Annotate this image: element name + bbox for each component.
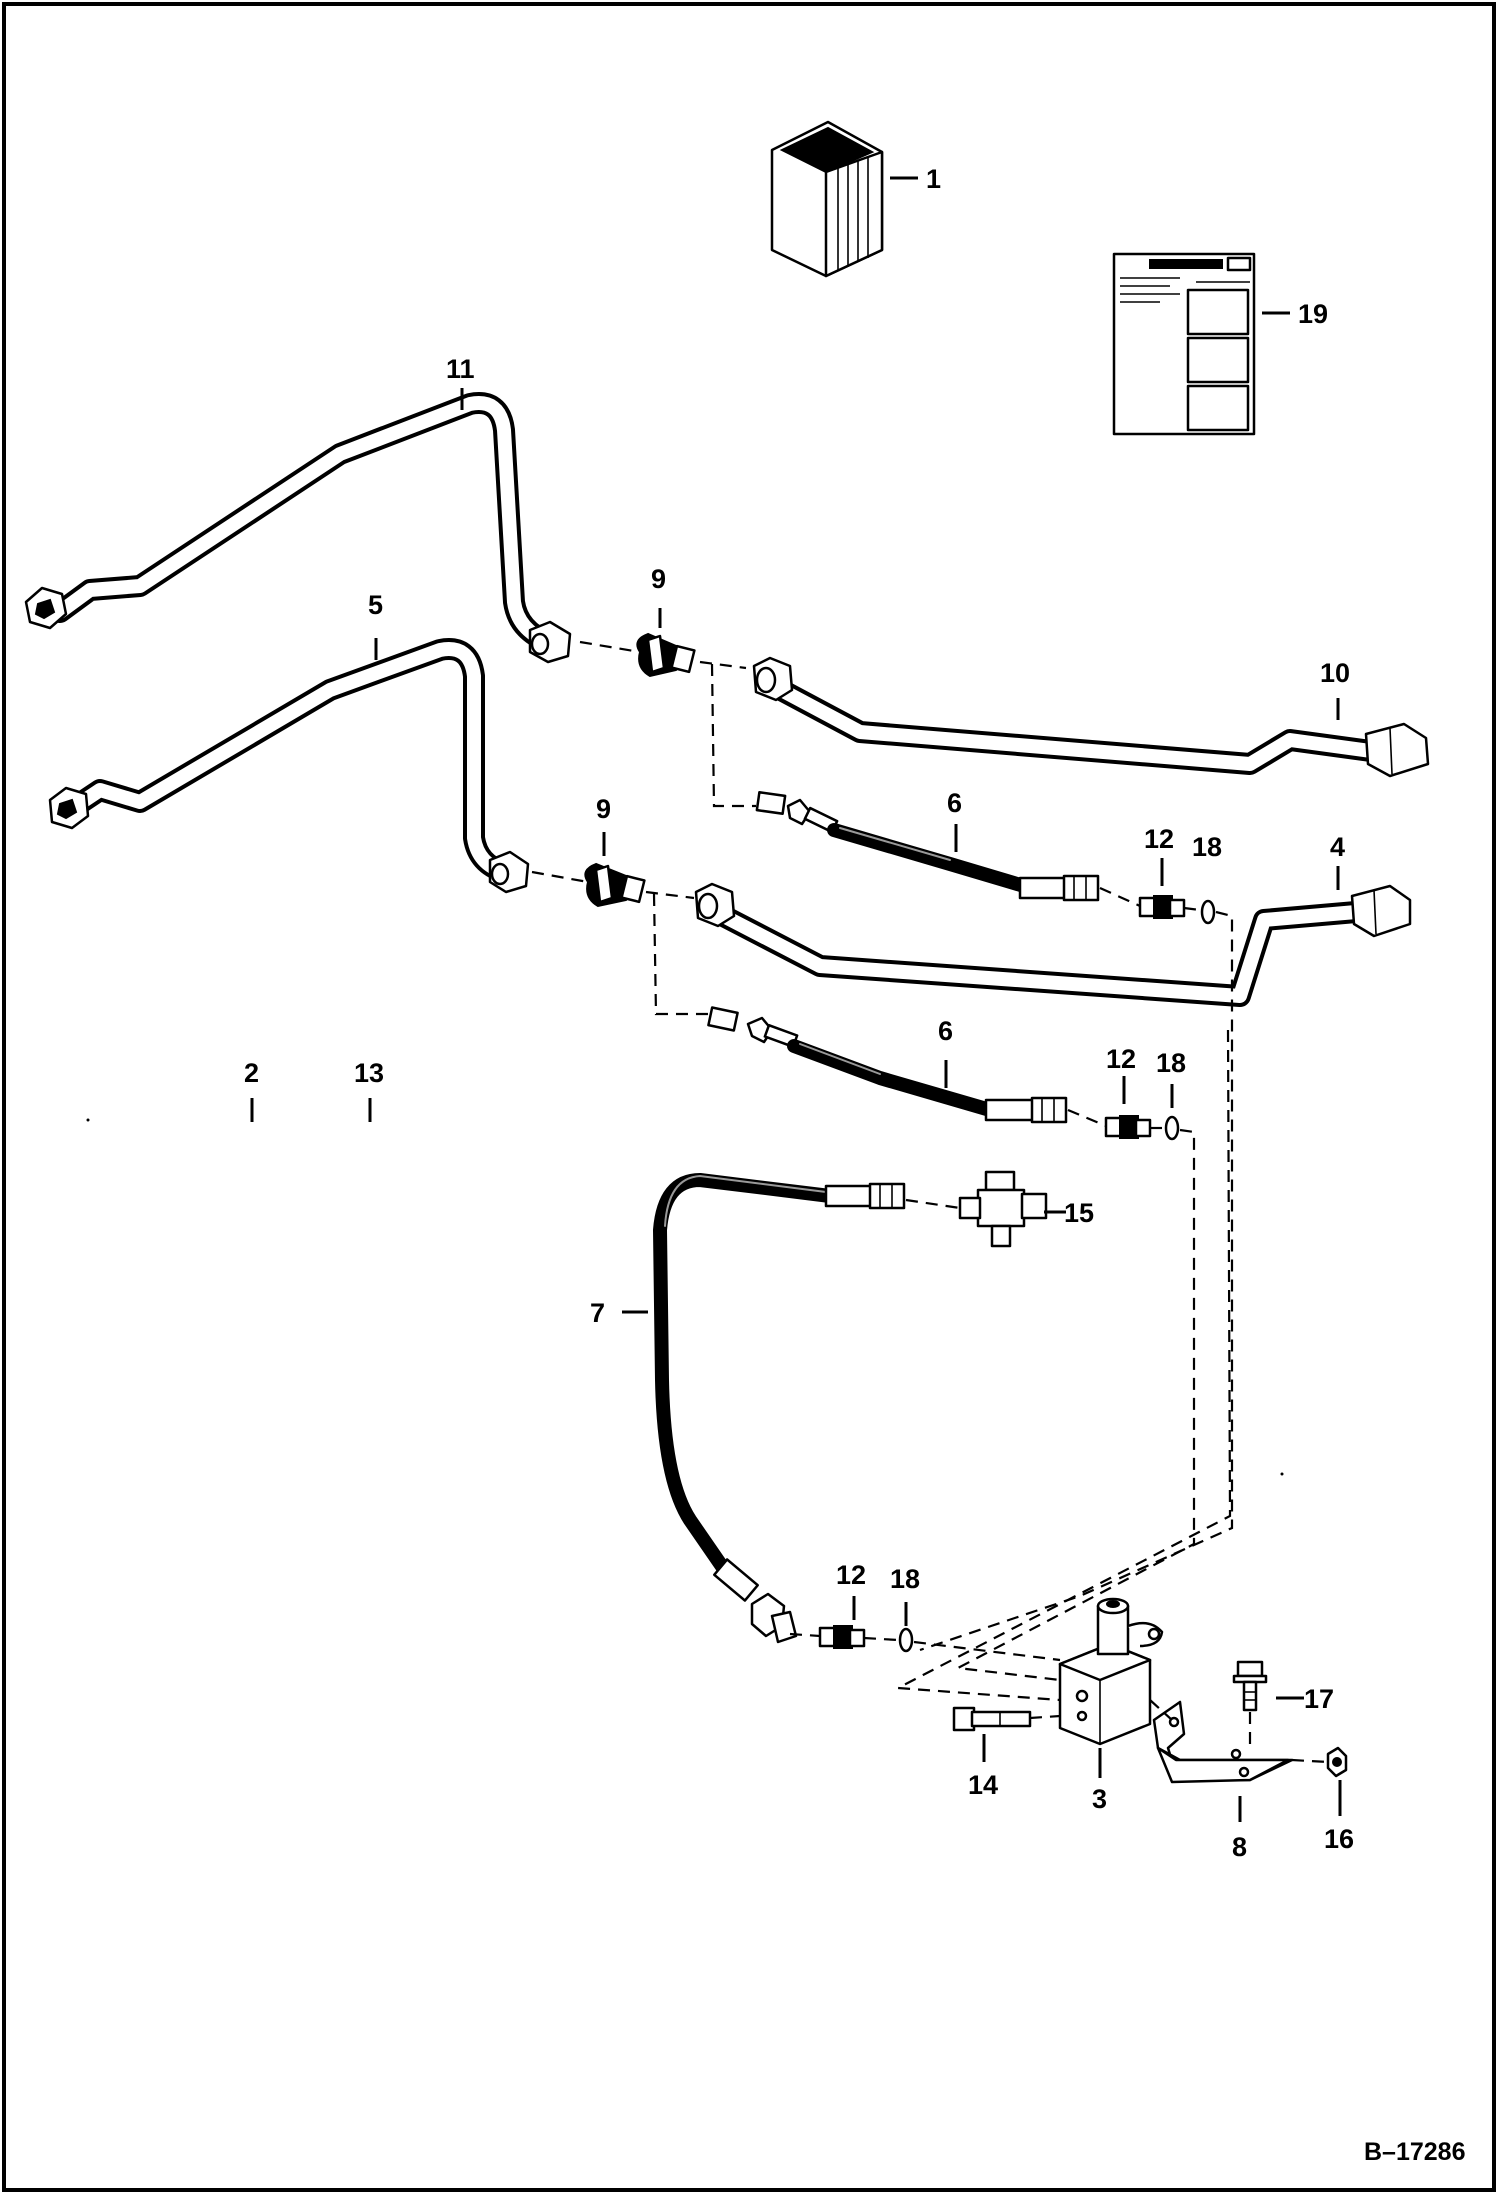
callout-16: 16 (1324, 1824, 1354, 1854)
part-fitting-12-c (818, 1625, 866, 1649)
callout-6-lower: 6 (938, 1016, 953, 1046)
part-oring-18-a (1200, 899, 1216, 925)
callout-leaders (250, 176, 1342, 1822)
part-decal-sheet-19 (1112, 252, 1256, 436)
callout-13: 13 (354, 1058, 384, 1088)
callout-12-c: 12 (836, 1560, 866, 1590)
drawing-reference-code: B–17286 (1364, 2138, 1465, 2166)
stray-dot (1280, 1472, 1284, 1476)
callout-15: 15 (1064, 1198, 1094, 1228)
part-nut-16 (1326, 1746, 1348, 1778)
stray-dot (86, 1118, 90, 1122)
callout-18-a: 18 (1192, 832, 1222, 862)
part-box-1 (770, 120, 884, 278)
part-bolt-14 (952, 1706, 1032, 1732)
callout-2: 2 (244, 1058, 259, 1088)
part-tee-fitting-15 (958, 1170, 1048, 1248)
part-tube-4 (694, 882, 1412, 1007)
part-oring-18-c (898, 1627, 914, 1653)
callout-12-b: 12 (1106, 1044, 1136, 1074)
part-tube-10 (752, 656, 1430, 778)
callout-17: 17 (1304, 1684, 1334, 1714)
part-hose-6-lower (707, 1006, 1068, 1124)
callout-18-b: 18 (1156, 1048, 1186, 1078)
part-tube-11 (24, 392, 572, 664)
callout-11: 11 (446, 354, 475, 384)
part-fitting-12-a (1138, 895, 1186, 919)
callout-5: 5 (368, 590, 383, 620)
part-bracket-8 (1152, 1700, 1294, 1784)
callout-19: 19 (1298, 299, 1328, 329)
part-oring-18-b (1164, 1115, 1180, 1141)
callout-10: 10 (1320, 658, 1350, 688)
callout-6-upper: 6 (947, 788, 962, 818)
callout-18-c: 18 (890, 1564, 920, 1594)
callout-9-lower: 9 (596, 794, 611, 824)
part-fitting-9-upper (636, 632, 696, 678)
part-fitting-12-b (1104, 1115, 1152, 1139)
callout-14: 14 (968, 1770, 998, 1800)
callout-7: 7 (590, 1298, 605, 1328)
callout-4: 4 (1330, 832, 1345, 862)
callout-1: 1 (926, 164, 941, 194)
callout-8: 8 (1232, 1832, 1247, 1862)
part-hose-7 (653, 1173, 906, 1644)
part-fitting-9-lower (584, 862, 646, 908)
callout-9-upper: 9 (651, 564, 666, 594)
part-valve-3 (1058, 1597, 1164, 1746)
callout-12-a: 12 (1144, 824, 1174, 854)
part-tube-5 (48, 638, 530, 894)
callout-3: 3 (1092, 1784, 1107, 1814)
assembly-dashed-lines (531, 640, 1329, 1764)
part-bolt-17 (1232, 1660, 1268, 1712)
part-hose-6-upper (755, 791, 1100, 902)
